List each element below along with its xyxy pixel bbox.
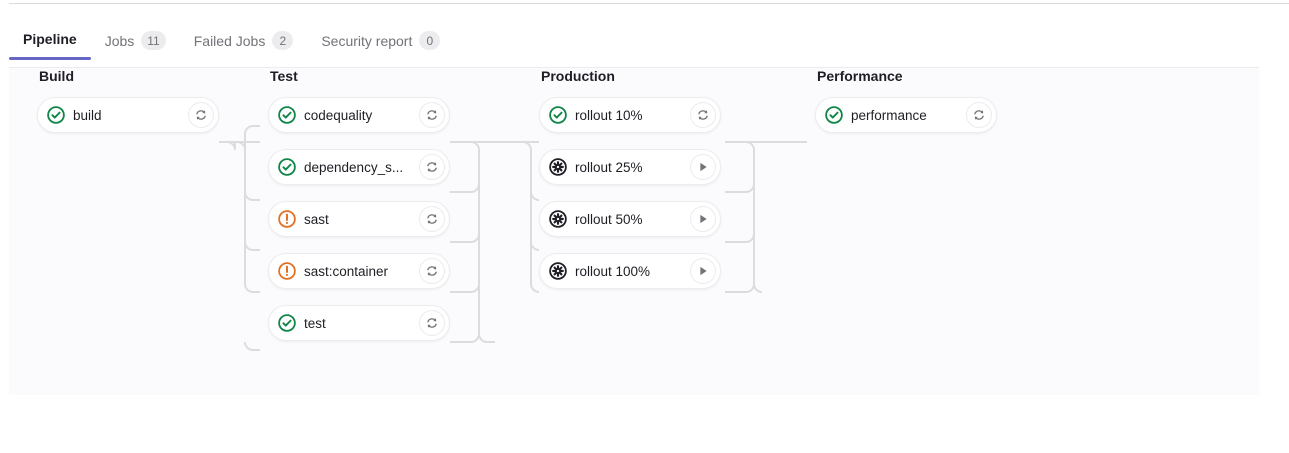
tab-badge: 2 <box>272 31 294 50</box>
tab-badge: 0 <box>419 31 441 50</box>
tab-label: Jobs <box>104 32 135 49</box>
retry-job-button[interactable] <box>419 102 445 128</box>
stage-job-list: performance <box>815 97 997 133</box>
pipeline-tabbar: Pipeline Jobs 11 Failed Jobs 2 Security repor… <box>0 22 1259 68</box>
stage-job-list: rollout 10% rollout 25% rollout 50% rollout… <box>539 97 721 289</box>
check-circle-icon <box>47 106 65 124</box>
job-name: build <box>73 107 102 123</box>
stage-test: Test codequality dependency_s...sast sast:c… <box>268 68 450 341</box>
pipeline-graph-canvas: Build build Test codequality dependency_s...… <box>9 68 1259 395</box>
job-pill[interactable]: rollout 100% <box>539 253 721 289</box>
tab-jobs[interactable]: Jobs 11 <box>91 22 180 63</box>
check-circle-icon <box>278 314 296 332</box>
play-job-button[interactable] <box>690 154 716 180</box>
retry-job-button[interactable] <box>419 154 445 180</box>
job-pill[interactable]: sast:container <box>268 253 450 289</box>
stage-title: Test <box>270 68 298 84</box>
retry-icon <box>698 110 708 120</box>
tabbar-divider <box>9 67 1259 68</box>
warning-circle-icon <box>278 262 296 280</box>
stage-performance: Performance performance <box>815 68 997 133</box>
job-pill[interactable]: rollout 10% <box>539 97 721 133</box>
pipeline-stages: Build build Test codequality dependency_s...… <box>9 68 1259 395</box>
play-job-button[interactable] <box>690 206 716 232</box>
tab-failed-jobs[interactable]: Failed Jobs 2 <box>180 22 308 63</box>
gear-circle-icon <box>549 210 567 228</box>
retry-icon <box>427 318 437 328</box>
retry-job-button[interactable] <box>188 102 214 128</box>
top-divider <box>9 3 1289 4</box>
retry-icon <box>427 162 437 172</box>
retry-job-button[interactable] <box>690 102 716 128</box>
job-pill[interactable]: build <box>37 97 219 133</box>
retry-icon <box>196 110 206 120</box>
retry-icon <box>427 266 437 276</box>
job-pill[interactable]: codequality <box>268 97 450 133</box>
job-name: rollout 50% <box>575 211 643 227</box>
play-icon <box>700 162 707 172</box>
play-icon <box>700 266 707 276</box>
job-pill[interactable]: dependency_s... <box>268 149 450 185</box>
retry-job-button[interactable] <box>419 258 445 284</box>
job-name: codequality <box>304 107 373 123</box>
job-pill[interactable]: rollout 25% <box>539 149 721 185</box>
retry-job-button[interactable] <box>419 206 445 232</box>
retry-icon <box>974 110 984 120</box>
tab-label: Failed Jobs <box>193 32 266 49</box>
play-icon <box>700 214 707 224</box>
retry-icon <box>427 110 437 120</box>
check-circle-icon <box>549 106 567 124</box>
job-pill[interactable]: sast <box>268 201 450 237</box>
job-name: dependency_s... <box>304 159 404 175</box>
tab-label: Security report <box>321 32 413 49</box>
stage-job-list: build <box>37 97 219 133</box>
gear-circle-icon <box>549 158 567 176</box>
warning-circle-icon <box>278 210 296 228</box>
tab-label: Pipeline <box>23 31 77 47</box>
tab-list: Pipeline Jobs 11 Failed Jobs 2 Security repor… <box>9 22 454 63</box>
job-name: rollout 25% <box>575 159 643 175</box>
job-pill[interactable]: performance <box>815 97 997 133</box>
job-name: test <box>304 315 326 331</box>
retry-job-button[interactable] <box>419 310 445 336</box>
job-name: sast <box>304 211 329 227</box>
tab-badge: 11 <box>141 31 166 50</box>
check-circle-icon <box>278 106 296 124</box>
job-name: sast:container <box>304 263 389 279</box>
job-name: rollout 100% <box>575 263 651 279</box>
stage-title: Build <box>39 68 74 84</box>
job-pill[interactable]: rollout 50% <box>539 201 721 237</box>
retry-icon <box>427 214 437 224</box>
stage-job-list: codequality dependency_s...sast sast:conta… <box>268 97 450 341</box>
check-circle-icon <box>825 106 843 124</box>
job-name: performance <box>851 107 927 123</box>
job-name: rollout 10% <box>575 107 643 123</box>
job-pill[interactable]: test <box>268 305 450 341</box>
play-job-button[interactable] <box>690 258 716 284</box>
tab-pipeline[interactable]: Pipeline <box>9 22 91 60</box>
stage-build: Build build <box>37 68 219 133</box>
stage-title: Performance <box>817 68 903 84</box>
tab-security-report[interactable]: Security report 0 <box>307 22 454 63</box>
gear-circle-icon <box>549 262 567 280</box>
stage-title: Production <box>541 68 615 84</box>
retry-job-button[interactable] <box>966 102 992 128</box>
check-circle-icon <box>278 158 296 176</box>
